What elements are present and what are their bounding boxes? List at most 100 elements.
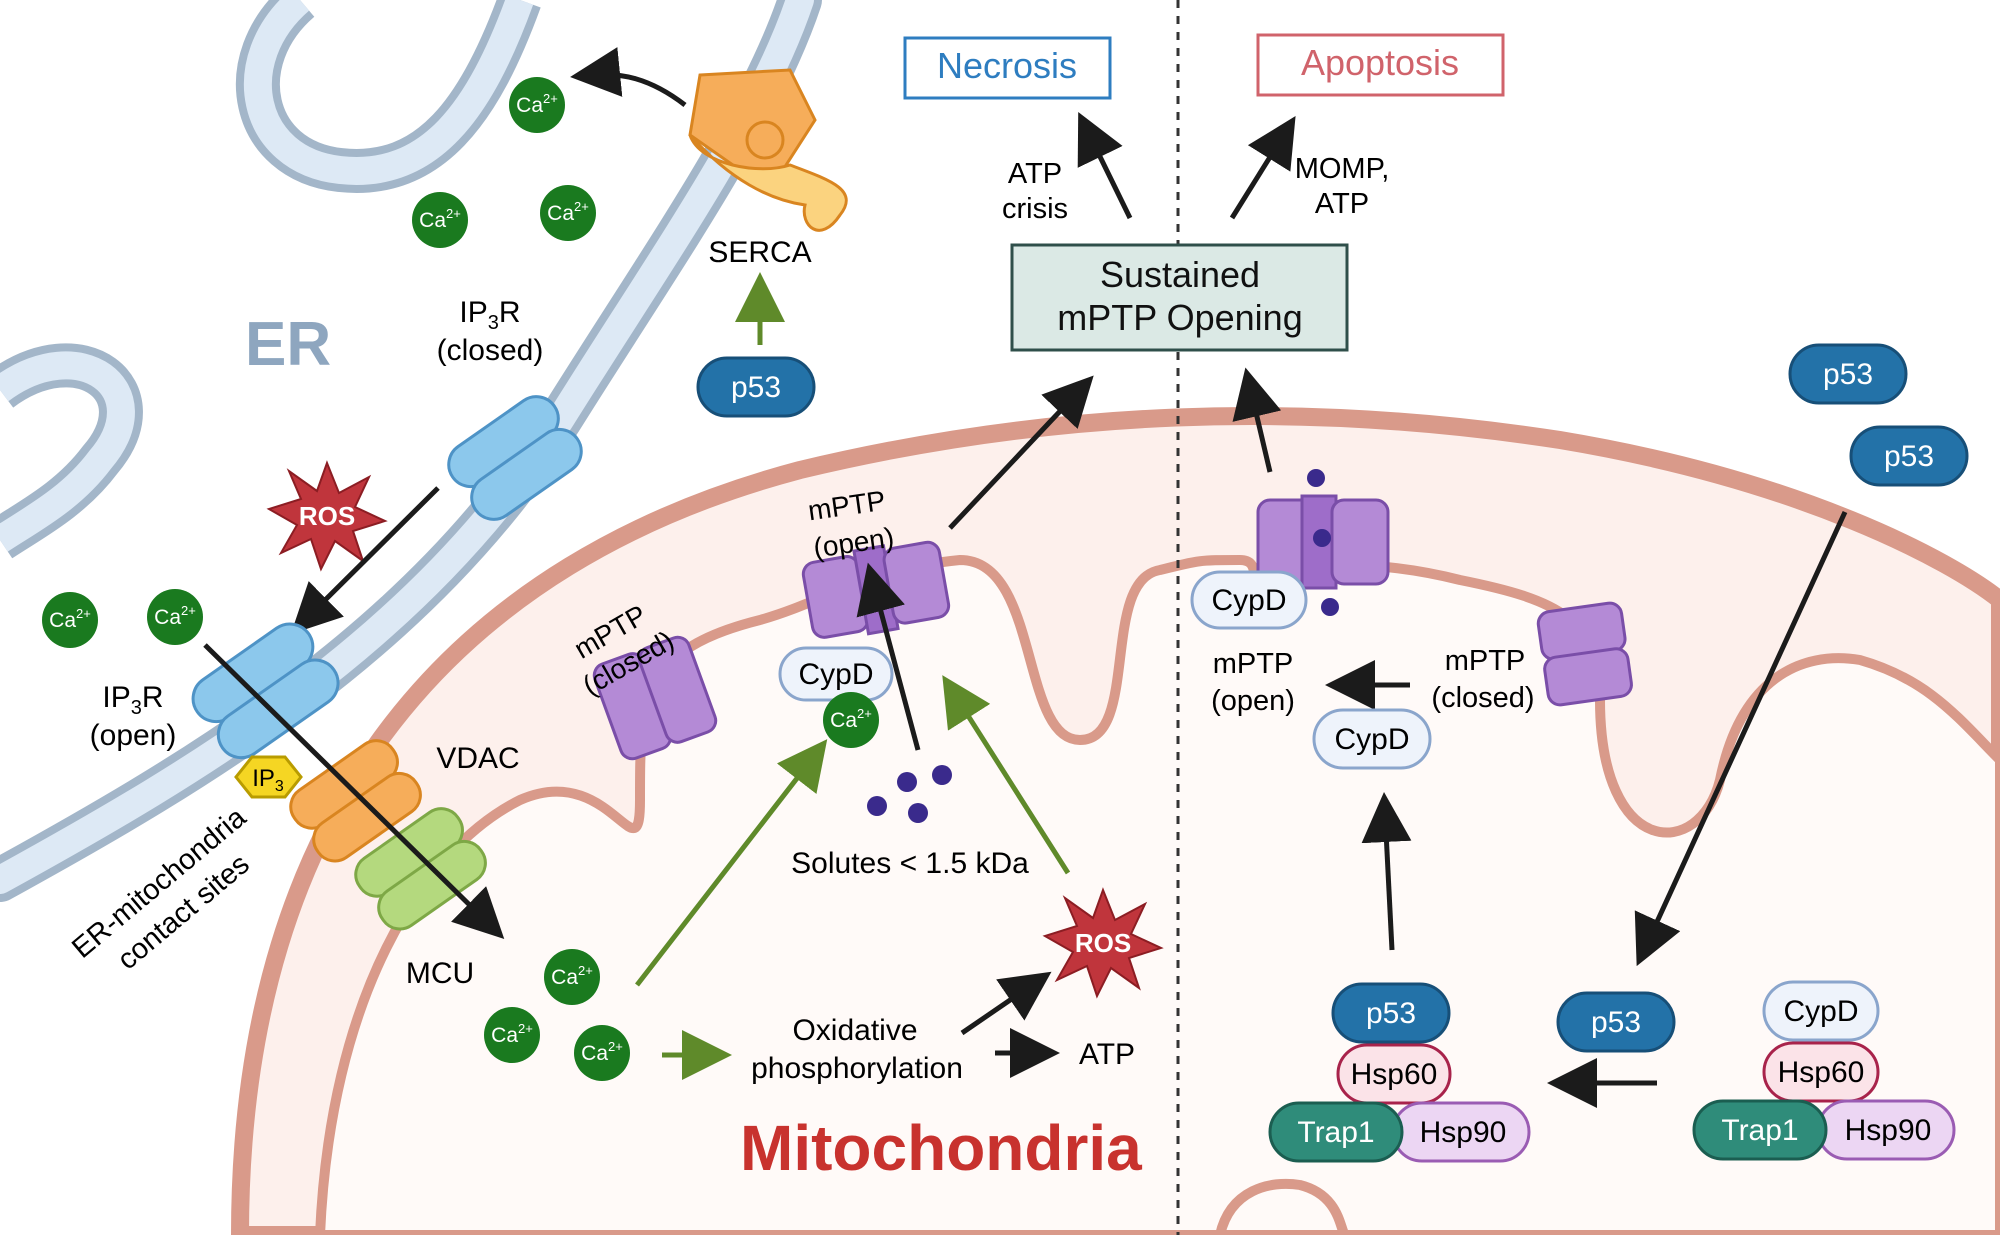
ip3r-open-state: (open) bbox=[90, 719, 177, 752]
cypd-right-open: CypD bbox=[1190, 570, 1308, 630]
p53-top-right-2: p53 bbox=[1849, 425, 1969, 487]
arrow-ca-to-cypd bbox=[635, 739, 828, 987]
solute-particle bbox=[1307, 469, 1325, 487]
ip3r-open-channel bbox=[191, 622, 340, 760]
cypd-center: CypD bbox=[778, 646, 894, 702]
cypd-complex bbox=[1762, 980, 1880, 1042]
svg-text:Ca2+: Ca2+ bbox=[547, 199, 589, 225]
calcium-ion: Ca2+ bbox=[484, 1007, 540, 1063]
ros-burst-center: ROS bbox=[1042, 887, 1164, 999]
arrow-ros-to-mptp bbox=[942, 675, 1071, 875]
svg-text:Trap1: Trap1 bbox=[1721, 1114, 1798, 1147]
mptp-closed-right-line2: (closed) bbox=[1431, 682, 1534, 714]
p53-chaperone-complex: p53 Hsp60 Hsp90 Trap1 bbox=[1268, 982, 1531, 1163]
svg-text:p53: p53 bbox=[731, 371, 781, 404]
ros-burst-left: ROS bbox=[266, 460, 388, 572]
calcium-ion: Ca2+ bbox=[42, 592, 98, 648]
calcium-ion: Ca2+ bbox=[574, 1025, 630, 1081]
ros-label-center: ROS bbox=[1075, 928, 1131, 958]
arrow-serca-out bbox=[570, 47, 687, 107]
ip3-hexagon: IP3 bbox=[234, 755, 303, 799]
solute-particles bbox=[867, 765, 952, 823]
p53-complex bbox=[1331, 982, 1451, 1044]
cypd-chaperone-complex: CypD Hsp60 Hsp90 Trap1 bbox=[1692, 980, 1956, 1161]
calcium-ion: Ca2+ bbox=[540, 185, 596, 241]
trap1-complex-right bbox=[1692, 1099, 1828, 1161]
mitochondria-title: Mitochondria bbox=[740, 1112, 1142, 1184]
momp-line2: ATP bbox=[1315, 188, 1369, 220]
arrow-to-necrosis bbox=[1077, 112, 1133, 220]
apoptosis-box: Apoptosis bbox=[1256, 33, 1505, 97]
svg-text:Hsp60: Hsp60 bbox=[1351, 1058, 1438, 1091]
mcu-channel bbox=[354, 807, 487, 931]
svg-text:CypD: CypD bbox=[1783, 995, 1858, 1028]
arrow-to-apoptosis bbox=[1229, 116, 1296, 220]
solutes-label: Solutes < 1.5 kDa bbox=[791, 847, 1029, 880]
svg-text:Ca2+: Ca2+ bbox=[516, 91, 558, 117]
mcu-label: MCU bbox=[406, 957, 474, 990]
ip3r-closed-channel bbox=[447, 395, 583, 521]
svg-text:CypD: CypD bbox=[798, 658, 873, 691]
svg-text:IP3: IP3 bbox=[252, 765, 284, 795]
svg-text:p53: p53 bbox=[1823, 358, 1873, 391]
svg-text:p53: p53 bbox=[1884, 440, 1934, 473]
calcium-ion: Ca2+ bbox=[823, 692, 879, 748]
ros-label-left: ROS bbox=[299, 501, 355, 531]
er-title: ER bbox=[245, 310, 331, 379]
svg-text:Trap1: Trap1 bbox=[1297, 1116, 1374, 1149]
svg-text:Hsp90: Hsp90 bbox=[1420, 1116, 1507, 1149]
trap1-complex bbox=[1268, 1101, 1404, 1163]
svg-text:Ca2+: Ca2+ bbox=[581, 1039, 623, 1065]
oxphos-line1: Oxidative bbox=[792, 1014, 917, 1047]
serca-label: SERCA bbox=[708, 236, 811, 269]
oxphos-line2: phosphorylation bbox=[751, 1052, 963, 1085]
mptp-open-right-line1: mPTP bbox=[1213, 648, 1294, 680]
calcium-ion: Ca2+ bbox=[412, 192, 468, 248]
momp-line1: MOMP, bbox=[1295, 153, 1390, 185]
calcium-ion: Ca2+ bbox=[147, 589, 203, 645]
p53-lone: p53 bbox=[1556, 991, 1676, 1053]
necrosis-label: Necrosis bbox=[937, 45, 1077, 86]
svg-text:p53: p53 bbox=[1591, 1006, 1641, 1039]
sustained-mptp-box: Sustained mPTP Opening bbox=[1010, 243, 1349, 352]
apoptosis-label: Apoptosis bbox=[1301, 42, 1459, 83]
svg-text:Ca2+: Ca2+ bbox=[830, 706, 872, 732]
arrow-p53-into-mito bbox=[1634, 510, 1848, 967]
svg-text:Ca2+: Ca2+ bbox=[419, 206, 461, 232]
mptp-closed-channel-left bbox=[592, 635, 718, 761]
p53-top-right-1: p53 bbox=[1788, 343, 1908, 405]
ip3r-open-label: IP3R bbox=[102, 681, 163, 719]
sustained-label-line1: Sustained bbox=[1100, 254, 1260, 295]
hsp60-complex-right bbox=[1762, 1041, 1880, 1103]
hsp60-complex bbox=[1336, 1043, 1452, 1105]
cypd-right-middle: CypD bbox=[1312, 708, 1432, 770]
solute-particle bbox=[1321, 598, 1339, 616]
atp-crisis-line1: ATP bbox=[1008, 158, 1062, 190]
mptp-closed-right-line1: mPTP bbox=[1445, 645, 1526, 677]
svg-text:Ca2+: Ca2+ bbox=[551, 963, 593, 989]
svg-text:p53: p53 bbox=[1366, 997, 1416, 1030]
ip3r-closed-state: (closed) bbox=[437, 334, 544, 367]
arrow-oxphos-to-ros bbox=[960, 971, 1052, 1036]
atp-crisis-line2: crisis bbox=[1002, 193, 1068, 225]
atp-label: ATP bbox=[1079, 1038, 1135, 1071]
necrosis-box: Necrosis bbox=[903, 36, 1112, 100]
arrow-complex-to-cypd bbox=[1361, 792, 1412, 951]
vdac-label: VDAC bbox=[436, 742, 519, 775]
arrow-solutes-through-mptp bbox=[856, 562, 921, 751]
sustained-label-line2: mPTP Opening bbox=[1057, 297, 1302, 338]
svg-text:Hsp60: Hsp60 bbox=[1778, 1056, 1865, 1089]
calcium-ion: Ca2+ bbox=[544, 949, 600, 1005]
arrow-right-mptp-to-sustained bbox=[1232, 367, 1282, 473]
svg-text:Hsp90: Hsp90 bbox=[1845, 1114, 1932, 1147]
svg-text:CypD: CypD bbox=[1211, 584, 1286, 617]
arrow-mptp-to-sustained bbox=[948, 375, 1094, 530]
svg-text:Ca2+: Ca2+ bbox=[49, 606, 91, 632]
solute-particle bbox=[1313, 529, 1331, 547]
ip3r-closed-label: IP3R bbox=[459, 296, 520, 334]
svg-text:Ca2+: Ca2+ bbox=[491, 1021, 533, 1047]
svg-text:CypD: CypD bbox=[1334, 723, 1409, 756]
mptp-closed-channel-right bbox=[1536, 601, 1633, 707]
arrow-ca-into-mito bbox=[203, 643, 505, 940]
